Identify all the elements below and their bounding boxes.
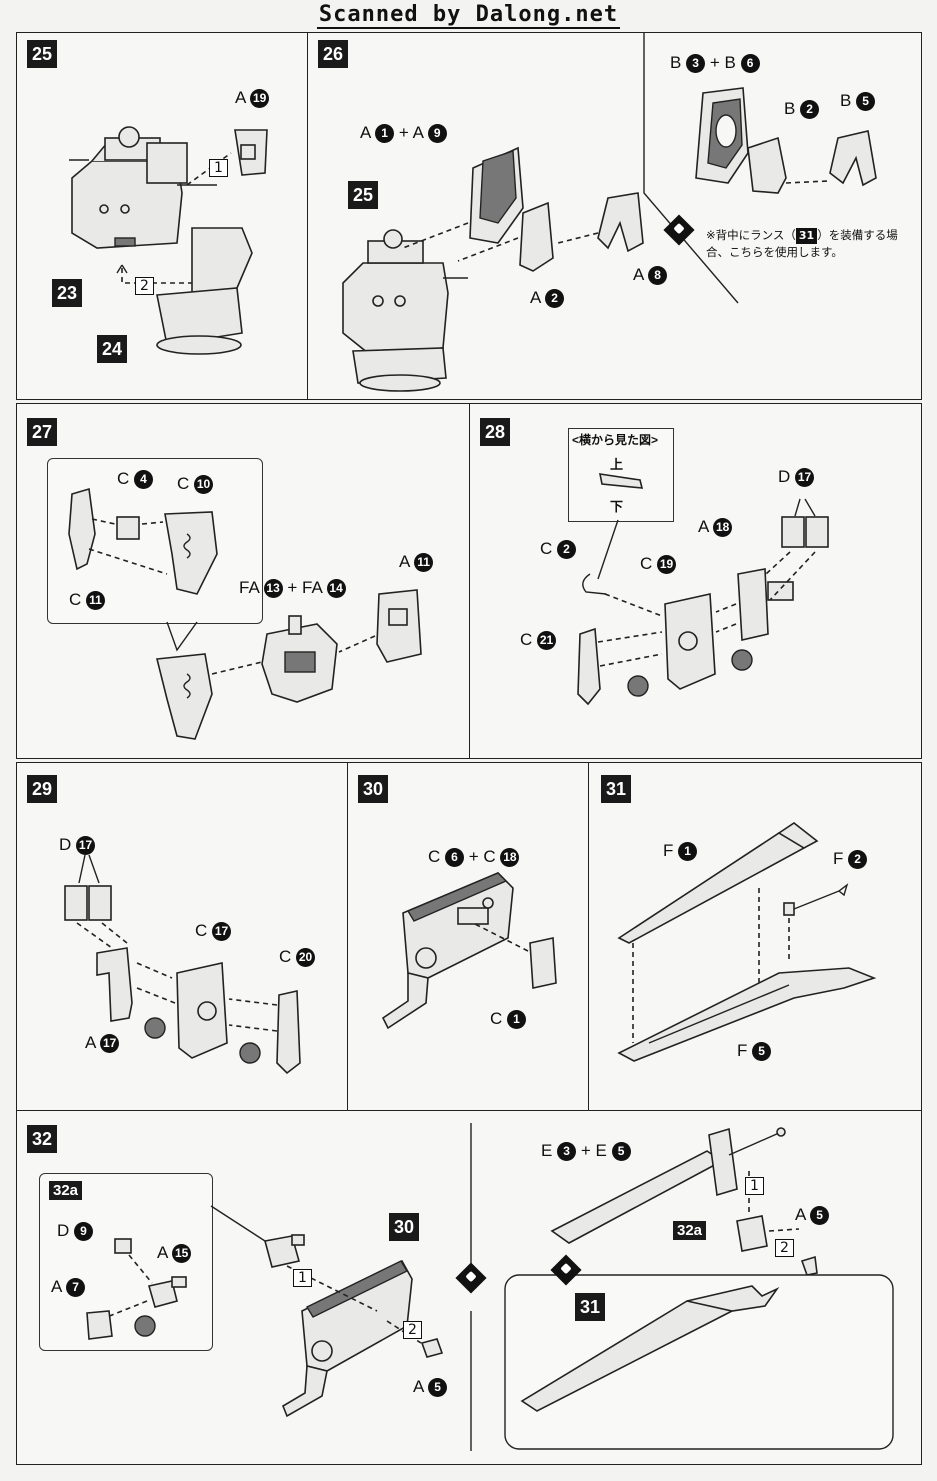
part-label-a8: A 8	[633, 265, 668, 285]
part-label-a18: A 18	[698, 517, 733, 537]
step-number-30: 30	[358, 775, 388, 803]
part-label-c1: C 1	[490, 1009, 527, 1029]
side-view-title: <横から見た図>	[572, 433, 659, 447]
part-label-d17: D 17	[778, 467, 815, 487]
part-label-b2: B 2	[784, 99, 820, 119]
part-label-c6-c18: C 6 + C 18	[428, 847, 520, 867]
part-label-c11: C 11	[69, 590, 106, 610]
order-marker-2: 2	[135, 277, 154, 295]
step-29-panel: 29 D 17 C 17 C 20 A 17	[16, 762, 349, 1112]
step-28-panel: 28 <横から見た図> 上 下 C 2 C 19 A 18 D 17	[469, 403, 922, 759]
part-label-d17: D 17	[59, 835, 96, 855]
step-32-panel: 32 32a D 9	[16, 1110, 922, 1465]
part-label-a17: A 17	[85, 1033, 120, 1053]
ref-label-25: 25	[348, 181, 378, 209]
step-number-27: 27	[27, 418, 57, 446]
step-number-32: 32	[27, 1125, 57, 1153]
lance-usage-note: ※背中にランス（31）を装備する場合、こちらを使用します。	[706, 228, 898, 259]
order-marker-2: 2	[403, 1321, 422, 1339]
step-27-panel: 27 C 4 C 10 C 11 FA 13 + FA 14	[16, 403, 471, 759]
part-label-f5: F 5	[737, 1041, 772, 1061]
part-label-f1: F 1	[663, 841, 698, 861]
ref-label-32a: 32a	[673, 1221, 707, 1240]
part-label-c4: C 4	[117, 469, 154, 489]
part-label-a19: A 19	[235, 88, 270, 108]
ref-label-24: 24	[97, 335, 127, 363]
ref-label-31: 31	[575, 1293, 605, 1321]
part-label-d9: D 9	[57, 1221, 94, 1241]
scan-watermark-header: Scanned by Dalong.net	[316, 2, 621, 29]
part-label-a7: A 7	[51, 1277, 86, 1297]
part-label-c20: C 20	[279, 947, 316, 967]
step-29-illustration	[64, 854, 301, 1075]
step-27-illustration	[68, 487, 422, 740]
ref-label-30: 30	[389, 1213, 419, 1241]
step-28-illustration	[577, 473, 829, 706]
sub-step-32a-tag: 32a	[49, 1181, 83, 1200]
step-30-illustration	[381, 872, 557, 1030]
step-31-illustration	[617, 822, 877, 1062]
part-label-b3-b6: B 3 + B 6	[670, 53, 760, 73]
part-label-a5-right: A 5	[795, 1205, 830, 1225]
order-marker-1: 1	[209, 159, 228, 177]
part-label-a11: A 11	[399, 552, 434, 572]
step-number-29: 29	[27, 775, 57, 803]
side-view-bottom-label: 下	[610, 499, 624, 514]
step-26-panel: 26 A 1 + A 9 25 A 2 A	[307, 32, 922, 400]
step-number-28: 28	[480, 418, 510, 446]
part-label-c2: C 2	[540, 539, 577, 559]
part-label-b5: B 5	[840, 91, 876, 111]
part-label-a15: A 15	[157, 1243, 192, 1263]
side-view-frame	[568, 428, 674, 522]
order-marker-2: 2	[775, 1239, 794, 1257]
side-view-top-label: 上	[610, 457, 624, 472]
step-31-panel: 31 F 1 F 2 F 5	[588, 762, 922, 1112]
ref-label-23: 23	[52, 279, 82, 307]
step-number-25: 25	[27, 40, 57, 68]
step-26-illustration	[342, 33, 877, 392]
part-label-c17: C 17	[195, 921, 232, 941]
order-marker-1: 1	[293, 1269, 312, 1287]
order-marker-1: 1	[745, 1177, 764, 1195]
part-label-a1-a9: A 1 + A 9	[360, 123, 447, 143]
part-label-fa13-fa14: FA 13 + FA 14	[239, 578, 346, 598]
step-25-illustration	[69, 126, 268, 355]
step-number-26: 26	[318, 40, 348, 68]
part-label-f2: F 2	[833, 849, 868, 869]
part-label-a2: A 2	[530, 288, 565, 308]
part-label-c19: C 19	[640, 554, 677, 574]
part-label-e3-e5: E 3 + E 5	[541, 1141, 631, 1161]
part-label-c21: C 21	[520, 630, 557, 650]
step-30-panel: 30 C 6 + C 18 C 1	[347, 762, 590, 1112]
part-label-a5: A 5	[413, 1377, 448, 1397]
step-number-31: 31	[601, 775, 631, 803]
step-25-panel: 25 A 19 1 2 23 24	[16, 32, 308, 400]
part-label-c10: C 10	[177, 474, 214, 494]
